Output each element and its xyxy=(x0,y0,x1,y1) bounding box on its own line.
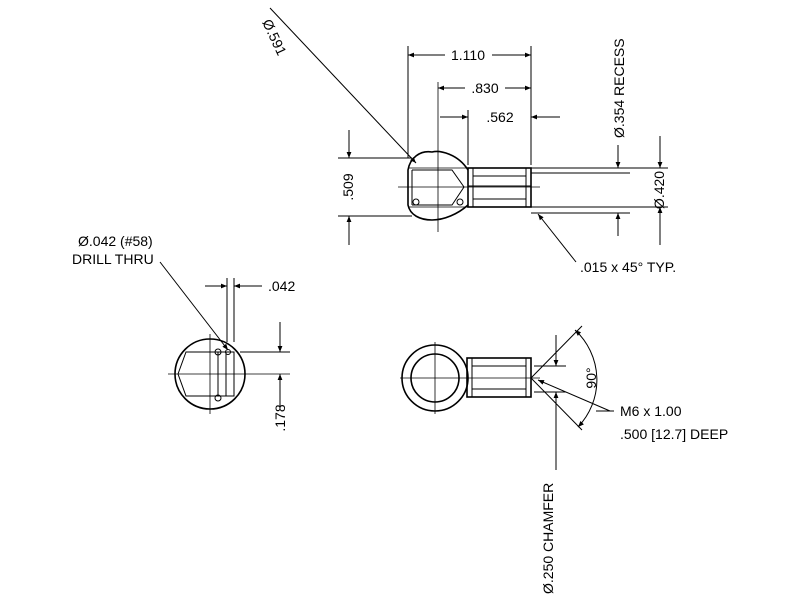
thread-shank xyxy=(466,357,532,398)
dim-178: .178 xyxy=(272,404,288,431)
dim-chamfer-250: Ø.250 CHAMFER xyxy=(540,483,556,594)
drill-dia: Ø.042 (#58) xyxy=(78,233,153,249)
ball-outline xyxy=(407,150,469,221)
dim-dia-591: Ø.591 xyxy=(259,17,290,59)
dim-1110: 1.110 xyxy=(451,47,485,63)
drill-thru: DRILL THRU xyxy=(72,251,154,267)
dim-angle-90: 90° xyxy=(583,367,599,388)
dim-chamfer-015: .015 x 45° TYP. xyxy=(580,259,676,275)
dim-509: .509 xyxy=(340,173,356,200)
dim-dia-420: Ø.420 xyxy=(651,171,667,209)
thread-spec: M6 x 1.00 xyxy=(620,403,682,419)
dim-dia-354-recess: Ø.354 RECESS xyxy=(611,38,627,138)
section-view: 90° M6 x 1.00 .500 [12.7] DEEP Ø.250 CHA… xyxy=(400,325,728,594)
end-view: Ø.042 (#58) DRILL THRU .042 .178 xyxy=(72,233,295,432)
shank-outline xyxy=(467,167,532,208)
top-view: Ø.591 1.110 .830 .562 Ø.354 RECESS .509 … xyxy=(259,7,676,275)
dim-562: .562 xyxy=(486,109,513,125)
thread-depth: .500 [12.7] DEEP xyxy=(620,426,728,442)
dim-042: .042 xyxy=(268,278,295,294)
dim-830: .830 xyxy=(471,80,498,96)
